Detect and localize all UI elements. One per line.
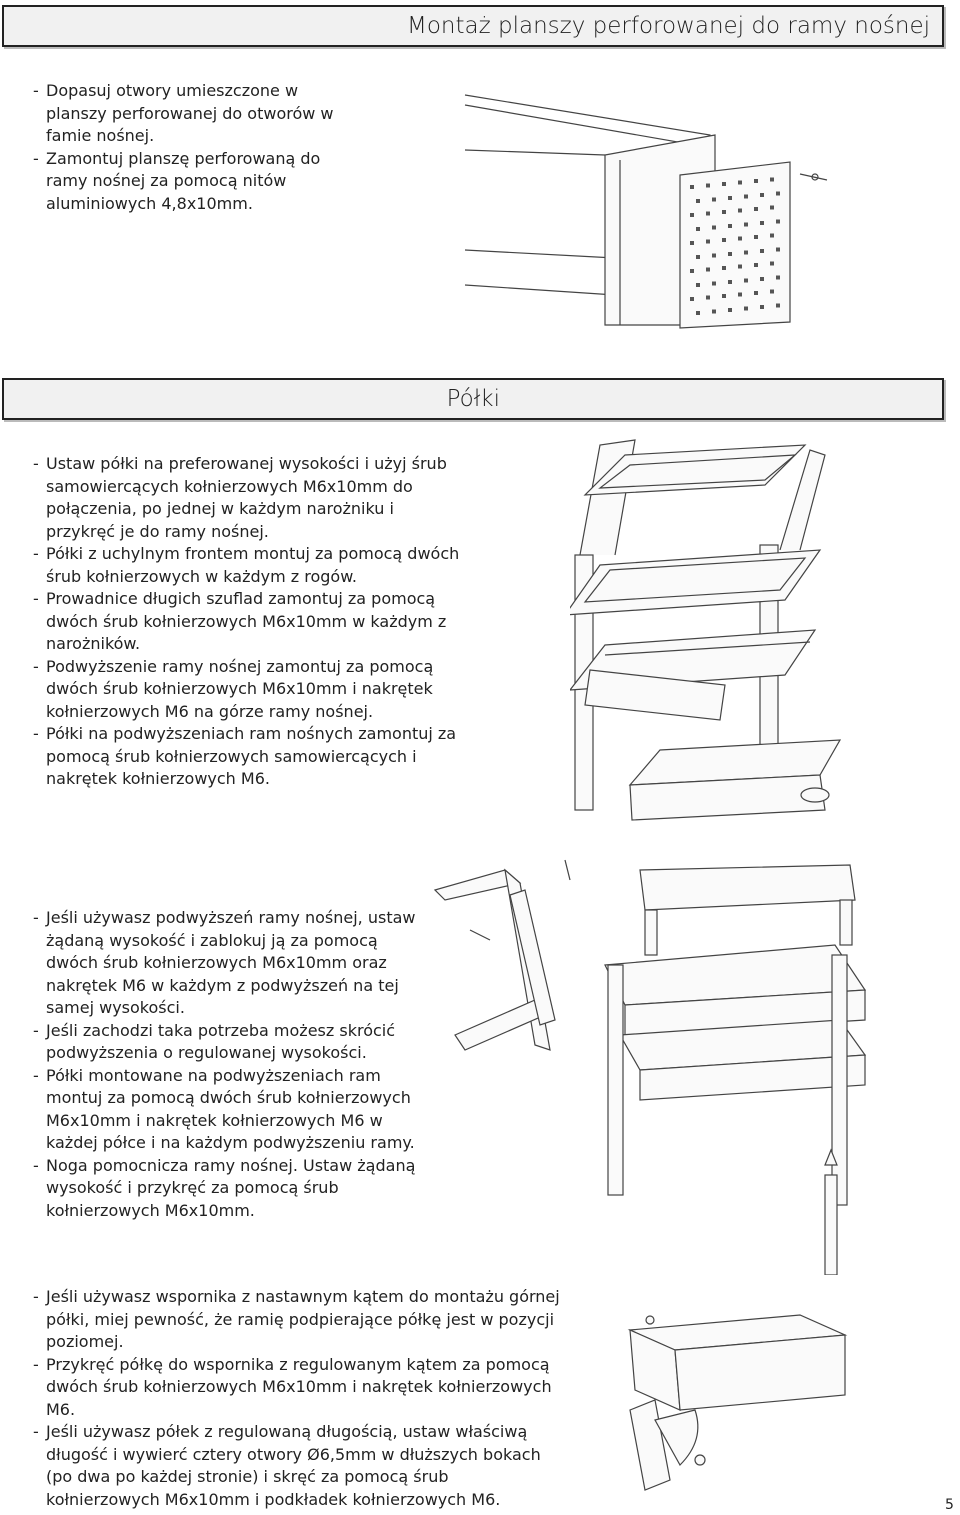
instruction-item: Przykręć półkę do wspornika z regulowany… bbox=[33, 1354, 563, 1422]
pegboard-hole bbox=[776, 219, 780, 224]
pegboard-hole bbox=[728, 280, 732, 284]
pegboard-hole bbox=[712, 281, 716, 286]
pegboard-hole bbox=[728, 224, 732, 228]
pegboard-hole bbox=[744, 194, 748, 199]
pegboard-hole bbox=[738, 292, 742, 297]
instructions-pegboard: Dopasuj otwory umieszczone w planszy per… bbox=[33, 80, 363, 215]
pegboard-hole bbox=[690, 269, 694, 273]
pegboard-hole bbox=[706, 295, 710, 300]
pegboard-hole bbox=[706, 183, 710, 188]
pegboard-hole bbox=[690, 213, 694, 217]
pegboard-hole bbox=[770, 261, 774, 266]
section-title-pegboard: Montaż planszy perforowanej do ramy nośn… bbox=[407, 13, 930, 39]
pegboard-hole bbox=[760, 249, 764, 253]
pegboard-hole bbox=[690, 185, 694, 189]
pegboard-hole bbox=[744, 222, 748, 227]
pegboard-hole bbox=[728, 196, 732, 200]
pegboard-hole bbox=[696, 311, 700, 315]
page-number: 5 bbox=[945, 1497, 954, 1513]
pegboard-hole bbox=[776, 303, 780, 308]
pegboard-hole bbox=[760, 305, 764, 309]
instruction-item: Jeśli zachodzi taka potrzeba możesz skró… bbox=[33, 1020, 433, 1065]
pegboard-hole bbox=[722, 210, 726, 214]
pegboard-hole bbox=[706, 267, 710, 272]
pegboard-holes bbox=[690, 177, 780, 315]
pegboard-hole bbox=[744, 278, 748, 283]
shelving-unit-illustration bbox=[570, 439, 842, 821]
pegboard-illustration bbox=[464, 94, 828, 329]
instruction-item: Jeśli używasz półek z regulowaną długośc… bbox=[33, 1421, 563, 1511]
pegboard-hole bbox=[712, 309, 716, 314]
pegboard-hole bbox=[760, 221, 764, 225]
instruction-item: Półki na podwyższeniach ram nośnych zamo… bbox=[33, 723, 463, 791]
section-header-pegboard: Montaż planszy perforowanej do ramy nośn… bbox=[2, 5, 944, 47]
instruction-item: Jeśli używasz podwyższeń ramy nośnej, us… bbox=[33, 907, 433, 1020]
pegboard-hole bbox=[696, 199, 700, 203]
pegboard-hole bbox=[760, 193, 764, 197]
angle-bracket-illustration bbox=[627, 1314, 848, 1491]
pegboard-hole bbox=[728, 252, 732, 256]
pegboard-hole bbox=[722, 294, 726, 298]
pegboard-hole bbox=[696, 255, 700, 259]
pegboard-hole bbox=[690, 241, 694, 245]
pegboard-hole bbox=[738, 208, 742, 213]
instruction-item: Ustaw półki na preferowanej wysokości i … bbox=[33, 453, 463, 543]
pegboard-hole bbox=[770, 205, 774, 210]
pegboard-hole bbox=[728, 308, 732, 312]
pegboard-hole bbox=[776, 191, 780, 196]
section-title-shelves: Półki bbox=[446, 386, 500, 412]
instruction-item: Półki montowane na podwyższeniach ram mo… bbox=[33, 1065, 433, 1155]
pegboard-hole bbox=[760, 277, 764, 281]
pegboard-hole bbox=[738, 236, 742, 241]
pegboard-hole bbox=[712, 253, 716, 258]
pegboard-hole bbox=[696, 227, 700, 231]
pegboard-hole bbox=[744, 250, 748, 255]
pegboard-hole bbox=[690, 297, 694, 301]
pegboard-hole bbox=[770, 177, 774, 182]
pegboard-hole bbox=[754, 207, 758, 211]
section-header-shelves: Półki bbox=[2, 378, 944, 420]
pegboard-hole bbox=[754, 235, 758, 239]
pegboard-hole bbox=[770, 233, 774, 238]
pegboard-hole bbox=[706, 211, 710, 216]
pegboard-hole bbox=[722, 182, 726, 186]
extension-bracket-illustration bbox=[433, 859, 571, 1051]
pegboard-hole bbox=[776, 275, 780, 280]
instructions-bracket: Jeśli używasz wspornika z nastawnym kąte… bbox=[33, 1286, 563, 1511]
pegboard-hole bbox=[754, 179, 758, 183]
pegboard-hole bbox=[722, 266, 726, 270]
pegboard-hole bbox=[770, 289, 774, 294]
instruction-item: Noga pomocnicza ramy nośnej. Ustaw żądan… bbox=[33, 1155, 433, 1223]
pegboard-hole bbox=[712, 197, 716, 202]
shelves-on-extensions-illustration bbox=[604, 864, 867, 1275]
pegboard-hole bbox=[754, 291, 758, 295]
pegboard-hole bbox=[712, 225, 716, 230]
instruction-item: Półki z uchylnym frontem montuj za pomoc… bbox=[33, 543, 463, 588]
pegboard-hole bbox=[696, 283, 700, 287]
pegboard-hole bbox=[706, 239, 710, 244]
pegboard-hole bbox=[738, 264, 742, 269]
instruction-item: Podwyższenie ramy nośnej zamontuj za pom… bbox=[33, 656, 463, 724]
instructions-shelves: Ustaw półki na preferowanej wysokości i … bbox=[33, 453, 463, 791]
pegboard-hole bbox=[738, 180, 742, 185]
pegboard-hole bbox=[744, 306, 748, 311]
pegboard-hole bbox=[754, 263, 758, 267]
instruction-item: Zamontuj planszę perforowaną do ramy noś… bbox=[33, 148, 363, 216]
instruction-item: Jeśli używasz wspornika z nastawnym kąte… bbox=[33, 1286, 563, 1354]
pegboard-hole bbox=[776, 247, 780, 252]
instructions-extensions: Jeśli używasz podwyższeń ramy nośnej, us… bbox=[33, 907, 433, 1222]
instruction-item: Prowadnice długich szuflad zamontuj za p… bbox=[33, 588, 463, 656]
pegboard-hole bbox=[722, 238, 726, 242]
instruction-item: Dopasuj otwory umieszczone w planszy per… bbox=[33, 80, 363, 148]
